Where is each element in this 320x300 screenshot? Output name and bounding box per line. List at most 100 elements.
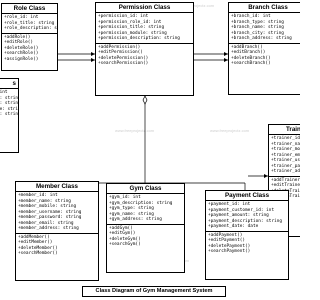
class-operation: +deletePayment() xyxy=(208,243,251,249)
class-attribute: +permission_module: string xyxy=(98,30,167,36)
member-class-box[interactable]: Member Class +member_id: int+member_name… xyxy=(15,181,99,281)
class-operation: +deleteGym() xyxy=(109,236,141,242)
class-attribute: +branch_id: int xyxy=(231,14,271,19)
class-title: s xyxy=(0,79,18,89)
class-attribute: +gym_description: string xyxy=(109,200,173,206)
class-title: Role Class xyxy=(2,4,57,14)
attribute-list: +payment_id: int+payment_customer_id: in… xyxy=(206,201,288,231)
class-operation: +searchBranch() xyxy=(231,61,271,67)
class-attribute: +trainer_name: string xyxy=(271,141,300,147)
class-operation: +searchGym() xyxy=(109,242,141,248)
class-attribute: +trainer_mobile: string xyxy=(271,147,300,153)
class-attribute: +payment_customer_id: int xyxy=(208,207,275,213)
class-operation: +addMember() xyxy=(18,234,50,240)
class-operation: +editRole() xyxy=(4,40,34,46)
class-attribute: type: string xyxy=(0,112,18,118)
class-operation: +searchMember() xyxy=(18,251,58,257)
class-attribute: +permission_description: string xyxy=(98,36,180,42)
left-partial-class-box[interactable]: s id: intname: stringtype: stringtitle: … xyxy=(0,78,19,153)
class-attribute: +branch_city: string xyxy=(231,30,284,36)
attribute-list: +gym_id: int+gym_description: string+gym… xyxy=(107,194,184,224)
class-operation: +addGym() xyxy=(109,225,133,231)
class-attribute: +trainer_address: string xyxy=(271,169,300,175)
permission-class-box[interactable]: Permission Class +permission_id: int+per… xyxy=(95,2,194,96)
class-attribute: +member_mobile: string xyxy=(18,204,77,210)
class-attribute: +member_address: string xyxy=(18,226,79,232)
class-attribute: +payment_date: date xyxy=(208,224,259,230)
class-operation: +assignRole() xyxy=(4,56,39,62)
gym-class-box[interactable]: Gym Class +gym_id: int+gym_description: … xyxy=(106,183,185,273)
class-operation: +addPayment() xyxy=(208,232,243,238)
class-attribute: +member_name: string xyxy=(18,198,71,204)
class-attribute: +trainer_password: string xyxy=(271,163,300,169)
class-title: Permission Class xyxy=(96,3,193,13)
watermark: www.freeprojectz.com xyxy=(210,128,250,133)
class-attribute: +member_username: string xyxy=(18,209,82,215)
watermark: www.freeprojectz.com xyxy=(115,128,155,133)
operation-list: +addBranch()+editBranch()+deleteBranch()… xyxy=(229,42,300,68)
class-operation: +searchPermission() xyxy=(98,61,149,67)
class-attribute: +branch_type: string xyxy=(231,19,284,25)
class-operation: +addPermission() xyxy=(98,44,141,50)
class-attribute: +permission_title: string xyxy=(98,25,165,31)
class-attribute: +member_id: int xyxy=(18,193,58,198)
class-operation: +editMember() xyxy=(18,240,53,246)
class-attribute: +payment_id: int xyxy=(208,202,251,207)
attribute-list: +trainer_id: int+trainer_name: string+tr… xyxy=(269,135,300,176)
class-operation: +editGym() xyxy=(109,231,136,237)
class-attribute: +trainer_username: string xyxy=(271,158,300,164)
class-attribute: +trainer_email: string xyxy=(271,152,300,158)
operation-list: +addGym()+editGym()+deleteGym()+searchGy… xyxy=(107,223,184,249)
attribute-list: id: intname: stringtype: stringtitle: st… xyxy=(0,89,18,119)
class-attribute: +permission_role_id: int xyxy=(98,19,162,25)
class-operation: +editPayment() xyxy=(208,238,246,244)
class-title: Gym Class xyxy=(107,184,184,194)
operation-list: +addMember()+editMember()+deleteMember()… xyxy=(16,232,98,258)
class-operation: +addBranch() xyxy=(231,44,263,50)
class-operation: +deleteRole() xyxy=(4,45,39,51)
watermark: www.freeprojectz.com xyxy=(175,3,215,8)
diagram-caption: Class Diagram of Gym Management System xyxy=(82,286,226,297)
class-attribute: +trainer_id: int xyxy=(271,136,300,141)
class-attribute: name: string xyxy=(0,95,18,101)
class-attribute: +gym_type: string xyxy=(109,206,154,212)
class-operation: +editTrainer() xyxy=(271,183,300,189)
association-lines xyxy=(54,52,268,190)
class-operation: +addTrainer() xyxy=(271,177,300,183)
class-attribute: +payment_description: string xyxy=(208,218,283,224)
class-attribute: +branch_address: string xyxy=(231,36,292,42)
payment-class-box[interactable]: Payment Class +payment_id: int+payment_c… xyxy=(205,190,289,280)
attribute-list: +branch_id: int+branch_type: string+bran… xyxy=(229,13,300,43)
class-operation: +searchPayment() xyxy=(208,249,251,255)
class-operation: +addRole() xyxy=(4,34,31,40)
operation-list: +addRole()+editRole()+deleteRole()+searc… xyxy=(2,32,57,64)
operation-list: +addPermission()+editPermission()+delete… xyxy=(96,42,193,68)
role-class-box[interactable]: Role Class +role_id: int+role_title: str… xyxy=(1,3,58,71)
diagram-canvas: www.freeprojectz.com www.freeprojectz.co… xyxy=(0,2,300,297)
class-operation: +deletePermission() xyxy=(98,55,149,61)
class-operation: +editBranch() xyxy=(231,50,266,56)
class-attribute: +role_description: string xyxy=(4,26,57,32)
class-title: Member Class xyxy=(16,182,98,192)
class-attribute: +branch_name: string xyxy=(231,25,284,31)
class-attribute: +gym_id: int xyxy=(109,195,141,200)
branch-class-box[interactable]: Branch Class +branch_id: int+branch_type… xyxy=(228,2,300,95)
class-title: Branch Class xyxy=(229,3,300,13)
class-attribute: +role_title: string xyxy=(4,20,55,26)
class-attribute: +permission_id: int xyxy=(98,14,149,19)
class-operation: +deleteMember() xyxy=(18,245,58,251)
attribute-list: +member_id: int+member_name: string+memb… xyxy=(16,192,98,233)
class-attribute: +gym_address: string xyxy=(109,217,162,223)
attribute-list: +permission_id: int+permission_role_id: … xyxy=(96,13,193,43)
attribute-list: +role_id: int+role_title: string+role_de… xyxy=(2,14,57,33)
class-title: Payment Class xyxy=(206,191,288,201)
class-operation: +editPermission() xyxy=(98,50,143,56)
class-attribute: type: string xyxy=(0,101,18,107)
class-operation: +deleteBranch() xyxy=(231,55,271,61)
class-attribute: id: int xyxy=(0,90,8,95)
class-attribute: title: string xyxy=(0,106,18,112)
class-attribute: +member_email: string xyxy=(18,220,74,226)
class-title: Trainer Class xyxy=(269,125,300,135)
class-attribute: +role_id: int xyxy=(4,15,39,20)
class-attribute: +gym_name: string xyxy=(109,211,154,217)
